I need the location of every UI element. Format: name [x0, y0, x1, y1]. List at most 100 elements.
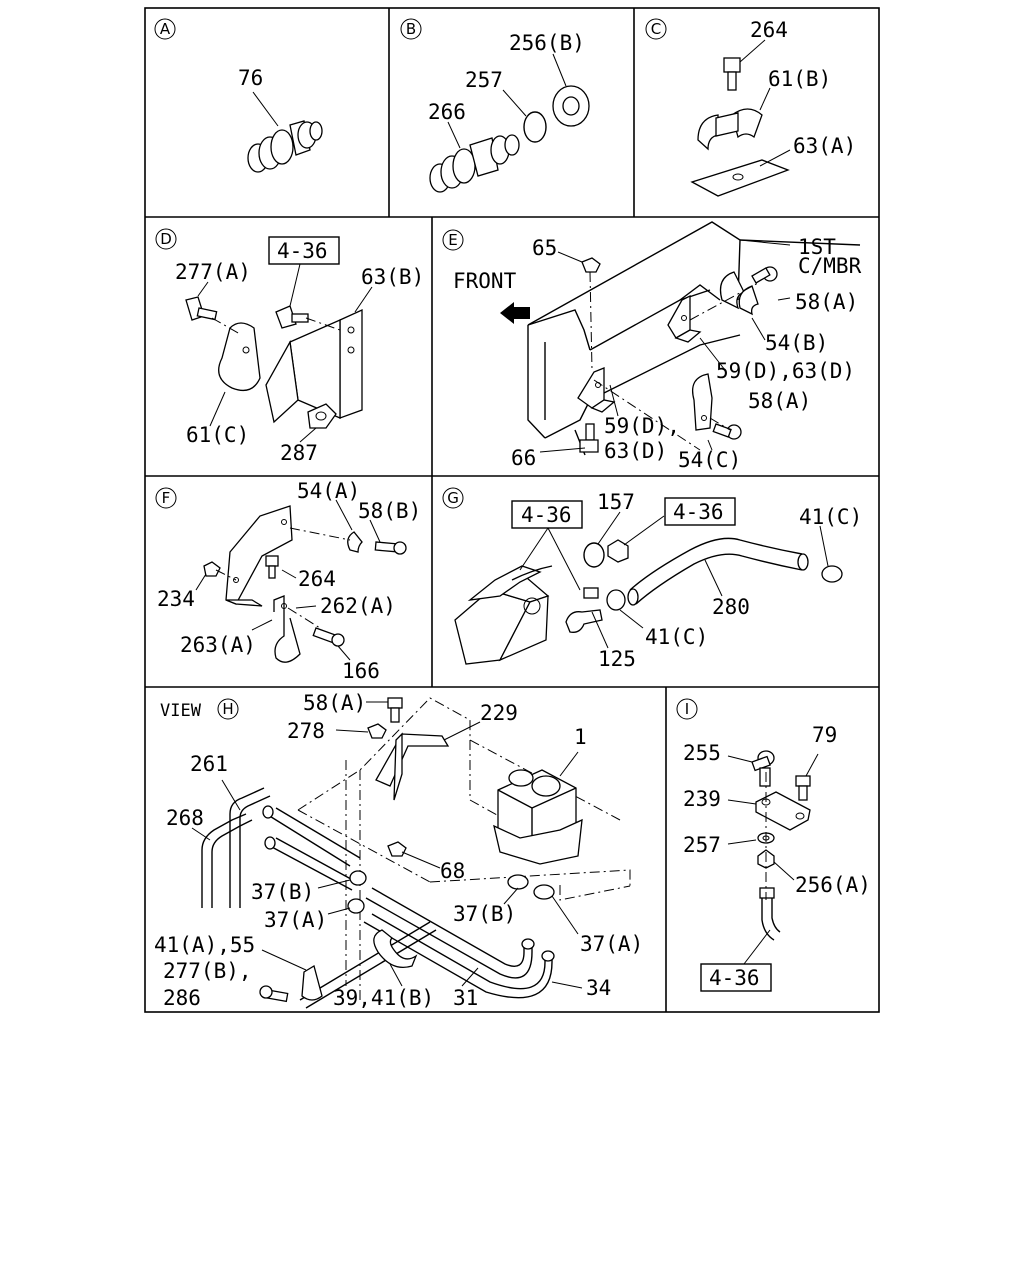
nut-234-drawing: [203, 561, 221, 577]
svg-text:E: E: [448, 231, 457, 249]
label-63a: 63(A): [793, 134, 856, 158]
front-arrow: [500, 302, 530, 324]
svg-text:D: D: [160, 230, 172, 248]
panel-a: A 76: [154, 18, 323, 173]
label-58b: 58(B): [358, 499, 421, 523]
label-65: 65: [532, 236, 557, 260]
svg-text:G: G: [447, 489, 459, 507]
label-287: 287: [280, 441, 318, 465]
ref-box-4-36-i: [700, 963, 772, 992]
pump-drawing: [454, 565, 553, 665]
label-61b: 61(B): [768, 67, 831, 91]
panel-f: F: [155, 479, 421, 683]
label-37b-right: 37(B): [453, 902, 516, 926]
ref-box-4-36: [268, 236, 340, 265]
clamps-37-drawing: [347, 870, 555, 914]
label-63d-lower: 63(D): [604, 439, 667, 463]
label-37a-left: 37(A): [264, 908, 327, 932]
label-41a-55: 41(A),55: [154, 933, 255, 957]
clamp-41c-lower: [606, 589, 626, 611]
label-front: FRONT: [453, 269, 517, 293]
label-4-36-i: 4-36: [709, 966, 760, 990]
clip-54c-drawing: [691, 373, 713, 431]
bracket-229-drawing: [375, 732, 450, 801]
bolt-58a-upper: [751, 266, 778, 284]
panel-e: E: [442, 221, 862, 472]
bracket-59d-upper: [667, 294, 702, 343]
label-263a: 263(A): [180, 633, 256, 657]
bolt-277a-drawing: [185, 296, 218, 321]
crossmember-drawing: [527, 221, 861, 456]
bracket-239-drawing: [755, 791, 811, 831]
bolt-277b-drawing: [259, 985, 289, 1003]
svg-text:F: F: [162, 489, 171, 507]
label-125: 125: [598, 647, 636, 671]
bolt-166-drawing: [312, 627, 345, 647]
ring-257-drawing: [523, 111, 547, 143]
label-66: 66: [511, 446, 536, 470]
section-marker-a: A: [154, 18, 176, 40]
panel-i: I: [676, 698, 871, 992]
section-marker-h: H: [217, 698, 239, 720]
label-61c: 61(C): [186, 423, 249, 447]
label-257: 257: [465, 68, 503, 92]
label-59d-63d-right: 59(D),63(D): [716, 359, 855, 383]
bolt-58a-h: [387, 697, 403, 723]
ring-157-drawing: [583, 542, 605, 568]
label-79: 79: [812, 723, 837, 747]
bolt-264-f-drawing: [265, 555, 279, 579]
tube-drawing: [759, 887, 781, 941]
label-41c-lower: 41(C): [645, 625, 708, 649]
svg-text:H: H: [222, 700, 233, 718]
label-261: 261: [190, 752, 228, 776]
bracket-63b-drawing: [265, 308, 363, 424]
label-37b-left: 37(B): [251, 880, 314, 904]
label-58a-lower: 58(A): [748, 389, 811, 413]
label-277b: 277(B),: [163, 959, 252, 983]
label-256b: 256(B): [509, 31, 585, 55]
panel-h: VIEW H: [154, 691, 643, 1010]
label-264-f: 264: [298, 567, 336, 591]
label-280: 280: [712, 595, 750, 619]
bolt-58a-lower: [712, 423, 742, 440]
reservoir-1-drawing: [493, 769, 583, 865]
nut-4-36-drawing: [607, 539, 629, 563]
label-58a-h: 58(A): [303, 691, 366, 715]
hose-280-drawing: [627, 537, 809, 606]
fitting-125-drawing: [565, 587, 603, 633]
fitting-76-drawing: [247, 120, 323, 173]
label-76: 76: [238, 66, 263, 90]
label-257-i: 257: [683, 833, 721, 857]
clips-39-41-drawing: [301, 929, 418, 1001]
svg-text:B: B: [406, 20, 416, 38]
bracket-263a-drawing: [225, 505, 293, 607]
bolt-79-drawing: [795, 775, 811, 801]
label-c-mbr: C/MBR: [798, 254, 862, 278]
label-234: 234: [157, 587, 195, 611]
view-label: VIEW: [160, 701, 202, 721]
bolt-4-36-drawing: [275, 305, 309, 329]
clip-61b-drawing: [697, 108, 763, 151]
label-166: 166: [342, 659, 380, 683]
label-59d-lower: 59(D),: [604, 414, 680, 438]
panel-c: C 264 61(B) 63(A): [645, 18, 856, 197]
svg-text:I: I: [685, 700, 689, 718]
fitting-266-drawing: [429, 134, 520, 193]
label-41c-upper: 41(C): [799, 505, 862, 529]
label-268: 268: [166, 806, 204, 830]
label-34: 34: [586, 976, 611, 1000]
label-4-36: 4-36: [277, 239, 328, 263]
label-262a: 262(A): [320, 594, 396, 618]
label-239: 239: [683, 787, 721, 811]
label-229: 229: [480, 701, 518, 725]
plate-63a-drawing: [690, 159, 790, 197]
section-marker-b: B: [400, 18, 422, 40]
pipes-31-34-drawing: [299, 887, 555, 1009]
label-286: 286: [163, 986, 201, 1010]
panel-d: D 277(A): [155, 228, 424, 465]
section-marker-c: C: [645, 18, 667, 40]
bolt-58b-drawing: [374, 541, 407, 555]
label-39-41b: 39,41(B): [333, 986, 434, 1010]
label-63b: 63(B): [361, 265, 424, 289]
